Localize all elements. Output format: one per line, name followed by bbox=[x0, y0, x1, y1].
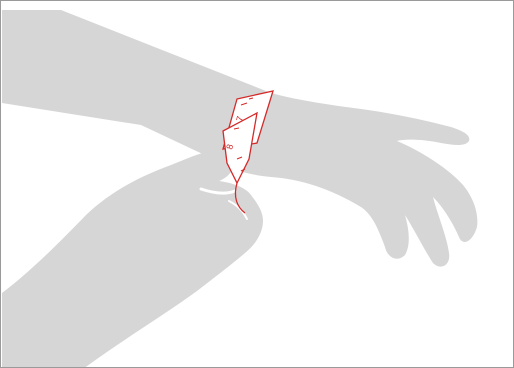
measuring-hand bbox=[2, 150, 263, 368]
